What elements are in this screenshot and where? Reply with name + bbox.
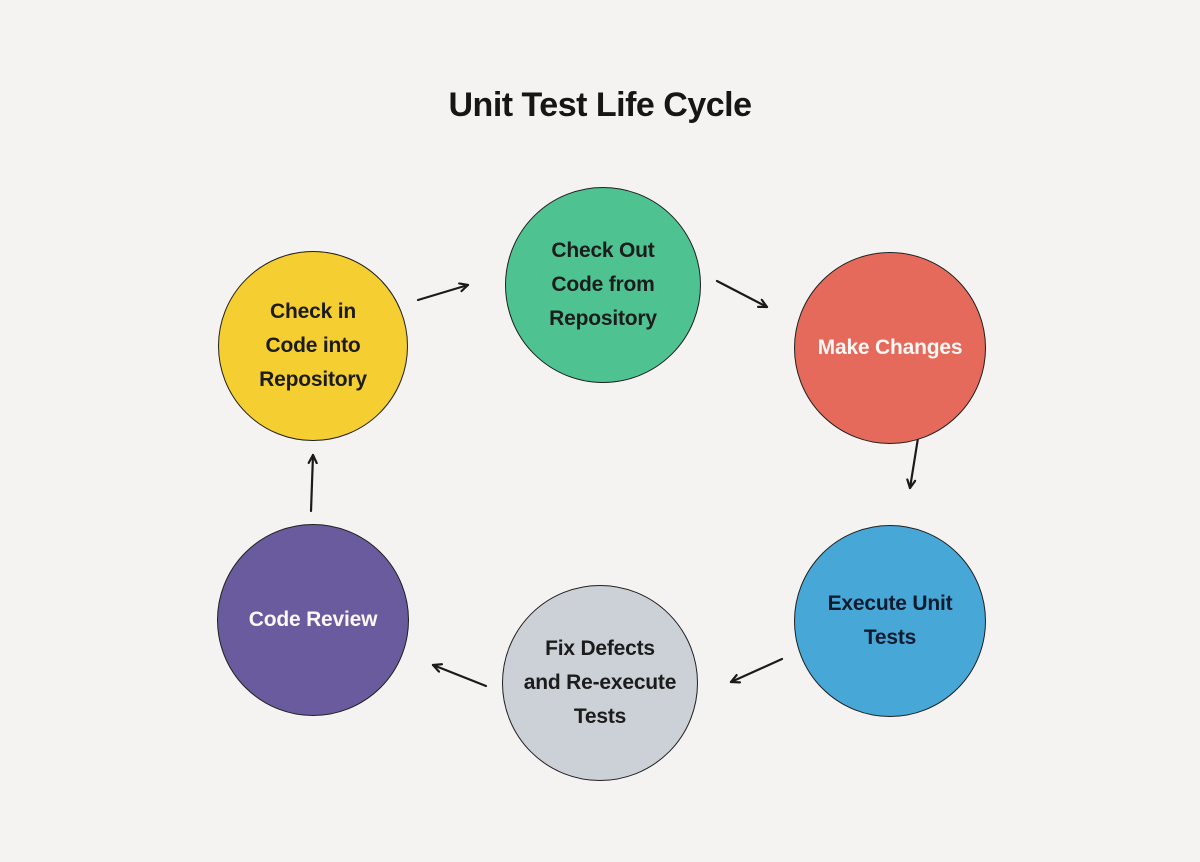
arrow-execute-to-fix-defects (729, 657, 784, 682)
node-check-in-code-into-repository: Check in Code into Repository (218, 251, 408, 441)
node-check-out-code-from-repository: Check Out Code from Repository (505, 187, 701, 383)
arrow-make-changes-to-execute (910, 436, 920, 490)
node-fix-defects-and-re-execute-tests: Fix Defects and Re-execute Tests (502, 585, 698, 781)
node-label: Execute Unit Tests (827, 592, 953, 649)
arrow-fix-defects-to-code-review (431, 665, 488, 688)
node-label: Code Review (248, 608, 378, 631)
arrow-check-out-to-make-changes (715, 279, 769, 309)
node-code-review: Code Review (217, 524, 409, 716)
node-label: Check Out Code from Repository (549, 239, 657, 330)
node-execute-unit-tests: Execute Unit Tests (794, 525, 986, 717)
node-label: Make Changes (817, 336, 963, 359)
arrow-check-in-to-check-out (416, 285, 470, 302)
node-label: Fix Defects and Re-execute Tests (523, 637, 677, 728)
arrow-code-review-to-check-in (311, 453, 313, 513)
diagram-title: Unit Test Life Cycle (448, 86, 753, 124)
node-label: Check in Code into Repository (259, 300, 367, 391)
node-make-changes: Make Changes (794, 252, 986, 444)
